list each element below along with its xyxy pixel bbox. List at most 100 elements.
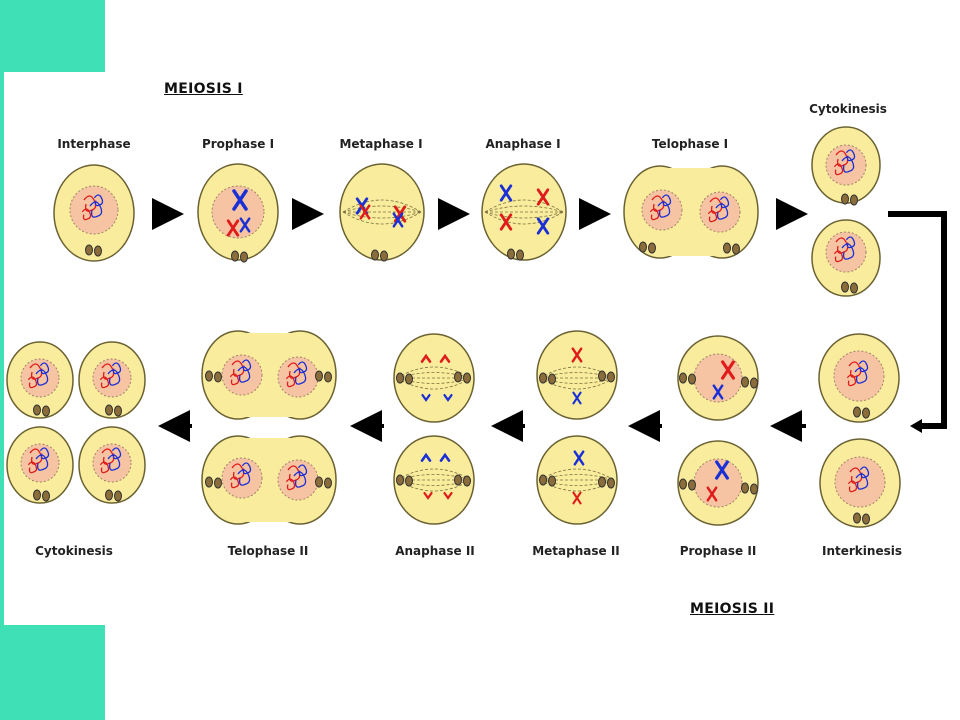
chromosome <box>443 491 453 500</box>
nucleus <box>92 358 132 398</box>
centriole <box>463 475 471 487</box>
chromatin-strand <box>29 448 43 465</box>
nucleus <box>825 144 867 186</box>
chromosome <box>443 393 453 402</box>
chromatin-strand <box>297 361 308 374</box>
chromatin-strand <box>285 478 296 491</box>
chromatin-strand <box>81 208 92 221</box>
chromosome <box>392 212 404 228</box>
centriole <box>324 477 332 489</box>
centriole <box>405 373 413 385</box>
cell-membrane <box>481 163 567 261</box>
chromosome <box>536 217 550 235</box>
spindle-fiber <box>484 205 564 213</box>
label-prophase-two: Prophase II <box>679 544 757 558</box>
cell-anaphase-one <box>481 163 567 261</box>
chromosome <box>420 353 432 363</box>
cell-anaphase-two <box>393 333 475 525</box>
chromatin-strand <box>99 376 110 389</box>
chromatin-strand <box>835 150 849 167</box>
chromosome <box>499 213 513 231</box>
centriole <box>214 477 222 489</box>
label-metaphase-two: Metaphase II <box>532 544 620 558</box>
spindle-fiber <box>539 474 615 481</box>
chromatin-strand <box>101 363 115 380</box>
spindle-fiber <box>484 211 564 219</box>
cell-metaphase-two <box>536 330 618 525</box>
chromatin-strand <box>651 195 665 212</box>
centriole <box>607 477 615 489</box>
chromatin-strand <box>241 462 252 475</box>
chromosome <box>239 217 251 233</box>
label-interkinesis: Interkinesis <box>822 544 902 558</box>
arrow-connector <box>888 211 947 429</box>
chromosome <box>571 347 583 363</box>
centriole <box>648 242 656 254</box>
chromosome <box>439 353 451 363</box>
centriole <box>454 474 462 486</box>
centriole <box>42 490 50 502</box>
centriole <box>42 405 50 417</box>
centriole <box>548 373 556 385</box>
label-cytokinesis-two: Cytokinesis <box>35 544 113 558</box>
centriole <box>850 194 858 206</box>
nucleus <box>20 443 60 483</box>
centriole <box>688 479 696 491</box>
centriole <box>750 377 758 389</box>
chromatin-strand <box>649 208 660 221</box>
spindle-fiber <box>342 211 422 219</box>
spindle-fiber <box>484 199 564 213</box>
centriole <box>205 370 213 382</box>
meiosis-one-heading: MEIOSIS I <box>164 81 243 97</box>
chromosome <box>721 360 735 380</box>
nucleus <box>693 458 743 508</box>
spindle-fiber <box>539 377 615 384</box>
nucleus <box>825 231 867 273</box>
accent-band-top <box>0 0 105 72</box>
chromosome <box>232 189 248 211</box>
chromatin-strand <box>111 362 122 375</box>
chromatin-strand <box>297 464 308 477</box>
label-telophase-two: Telophase II <box>227 544 309 558</box>
centriole <box>741 376 749 388</box>
centriole <box>231 250 239 262</box>
chromosome <box>226 219 240 237</box>
chromatin-strand <box>847 480 858 493</box>
chromatin-strand <box>833 163 844 176</box>
chromosome <box>706 486 718 502</box>
chromatin-strand <box>845 149 856 162</box>
centriole <box>841 193 849 205</box>
nucleus <box>20 358 60 398</box>
chromatin-strand <box>101 448 115 465</box>
chromatin-strand <box>707 210 718 223</box>
spindle-fiber <box>342 211 422 225</box>
chromatin-strand <box>99 461 110 474</box>
nucleus <box>221 354 263 396</box>
cell-interphase <box>53 164 135 262</box>
cell-prophase-one <box>197 163 279 263</box>
label-interphase: Interphase <box>57 137 131 151</box>
chromosome <box>573 450 585 466</box>
chromatin-strand <box>231 463 245 480</box>
chromosome <box>420 452 432 462</box>
cell-cytokinesis-two <box>6 341 146 504</box>
chromatin-strand <box>833 250 844 263</box>
label-prophase-one: Prophase I <box>201 137 275 151</box>
centriole <box>396 372 404 384</box>
label-telophase-one: Telophase I <box>651 137 729 151</box>
centriole <box>639 241 647 253</box>
label-anaphase-two: Anaphase II <box>395 544 475 558</box>
cell-metaphase-one <box>339 163 425 262</box>
centriole <box>85 244 93 256</box>
chromosome <box>572 491 582 505</box>
centriole <box>315 370 323 382</box>
centriole <box>454 371 462 383</box>
chromosome <box>572 391 582 405</box>
spindle-fiber <box>342 199 422 213</box>
nucleus <box>641 189 683 231</box>
centriole <box>33 404 41 416</box>
chromatin-strand <box>848 361 862 378</box>
spindle-fiber <box>342 205 422 213</box>
centriole <box>114 490 122 502</box>
centriole <box>732 243 740 255</box>
